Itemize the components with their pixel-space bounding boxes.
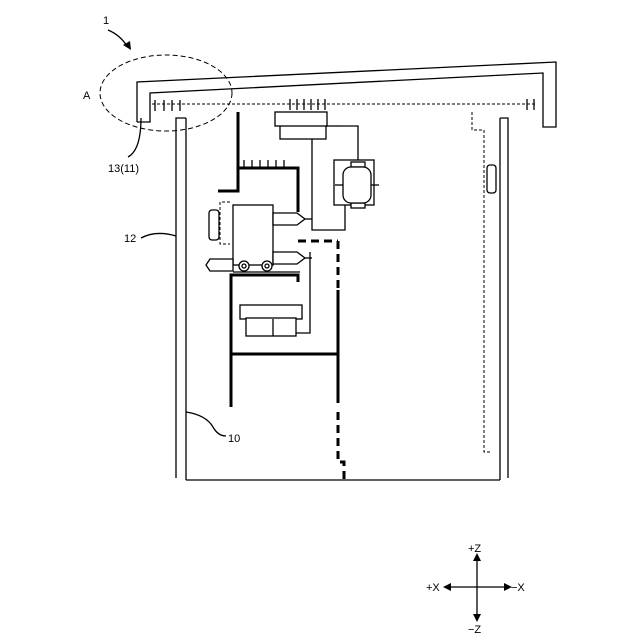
axis-minus-z: −Z [468, 624, 481, 636]
outer-housing [176, 118, 508, 480]
left-handle [209, 202, 230, 244]
roof-cover [137, 62, 556, 127]
axis-plus-x: +X [426, 582, 440, 594]
ceiling-line [152, 99, 535, 111]
ref-12: 12 [124, 233, 176, 245]
partition-walls [218, 112, 344, 480]
axis-plus-z: +Z [468, 543, 481, 555]
central-unit [206, 205, 312, 272]
axis-minus-x: −X [511, 582, 525, 594]
ref-10: 10 [186, 412, 240, 445]
label-1: 1 [103, 15, 109, 27]
right-door [472, 112, 496, 452]
motor-component [335, 162, 379, 208]
ref-1: 1 [103, 15, 131, 50]
label-12: 12 [124, 233, 136, 245]
label-a: A [83, 90, 91, 102]
coordinate-axes: +Z −Z +X −X [426, 543, 525, 636]
label-10: 10 [228, 433, 240, 445]
label-13: 13(11) [108, 163, 139, 175]
